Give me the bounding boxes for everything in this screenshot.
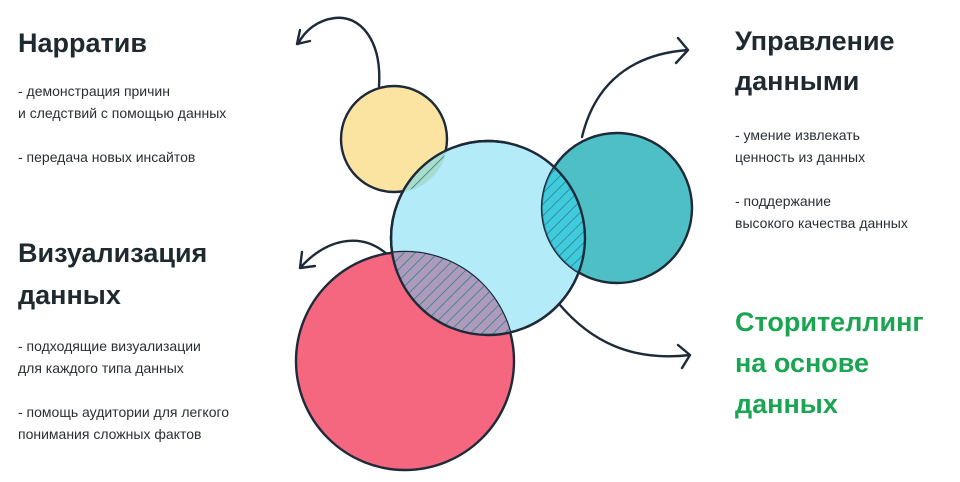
narrative-title: Нарратив: [18, 28, 147, 58]
data-mgmt-title-1: Управление: [735, 26, 895, 56]
narrative-point-1-cont: и следствий с помощью данных: [18, 105, 227, 121]
storytelling-title-1: Сторителлинг: [735, 307, 924, 337]
visualization-point-1: - подходящие визуализации: [18, 338, 201, 354]
visualization-point-1-cont: для каждого типа данных: [18, 360, 184, 376]
narrative-point-2: - передача новых инсайтов: [18, 149, 196, 165]
visualization-point-2: - помощь аудитории для легкого: [18, 404, 230, 420]
storytelling-title-2: на основе: [735, 348, 870, 378]
data-mgmt-point-1-cont: ценность из данных: [735, 149, 866, 165]
arrow-narrative: [295, 16, 381, 88]
visualization-title-1: Визуализация: [18, 238, 208, 268]
arrow-data-mgmt: [580, 36, 690, 139]
data-mgmt-point-1: - умение извлекать: [735, 127, 860, 143]
circle-narrative: [339, 84, 449, 194]
narrative-point-1: - демонстрация причин: [18, 83, 170, 99]
visualization-point-2-cont: понимания сложных фактов: [18, 426, 202, 442]
storytelling-title-3: данных: [735, 389, 838, 419]
arrow-visualization: [298, 239, 390, 270]
visualization-title-2: данных: [18, 280, 121, 310]
data-mgmt-point-2-cont: высокого качества данных: [735, 215, 908, 231]
arrows: [295, 16, 692, 370]
data-mgmt-title-2: данными: [735, 66, 860, 96]
data-mgmt-point-2: - поддержание: [735, 193, 832, 209]
arrow-storytelling: [558, 303, 692, 370]
